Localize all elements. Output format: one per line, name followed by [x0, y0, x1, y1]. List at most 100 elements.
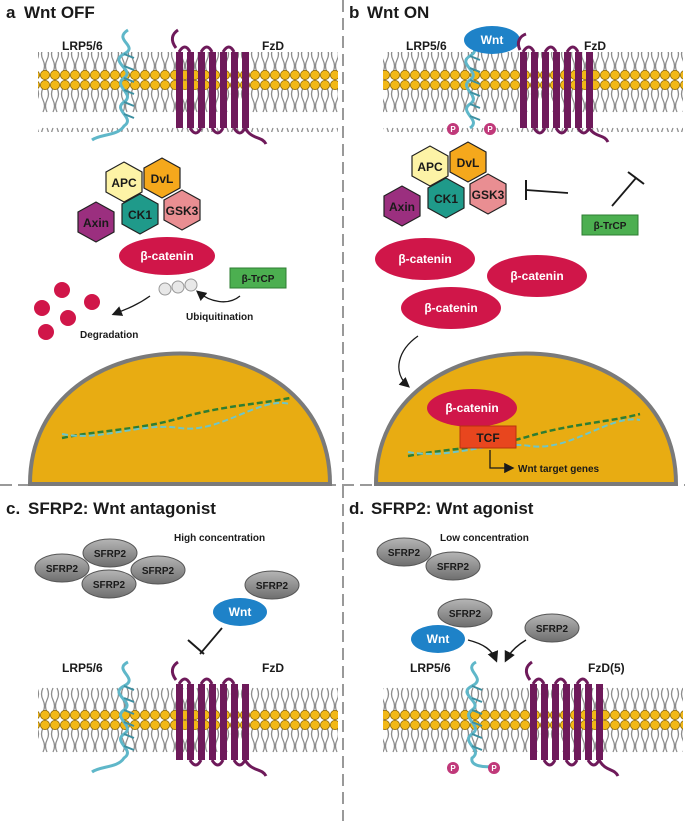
- panel-b-fzd-label: FzD: [584, 39, 606, 53]
- panel-a-axin-hex: [77, 201, 115, 243]
- panel-a-trcp-box: [229, 267, 287, 289]
- panel-b-apc-hex: [411, 145, 449, 187]
- panel-a-lrp-receptor: [91, 28, 131, 142]
- panel-a-degradation-arrow: [111, 295, 151, 316]
- panel-c-sfrp2-1-label: SFRP2: [46, 564, 79, 575]
- panel-a-dna-strand-2: [61, 401, 291, 437]
- panel-c-wnt: [213, 598, 267, 626]
- panel-b-nuclear-beta-catenin-label: β-catenin: [445, 401, 498, 415]
- panel-c-fzd-label: FzD: [262, 661, 284, 675]
- panel-b-beta-catenin-3: [401, 287, 501, 329]
- panel-b-inhibit-bar-2: [627, 171, 645, 185]
- panel-d-frizzled: [524, 660, 620, 777]
- panel-b-transcription-arrow: [489, 450, 515, 474]
- panel-b-lrp-label: LRP5/6: [406, 39, 447, 53]
- panel-b-wnt-label: Wnt: [481, 33, 504, 47]
- panel-a-ck1-label: CK1: [128, 208, 152, 222]
- panel-a-frizzled: [170, 28, 268, 145]
- panel-c-sfrp2-4: [130, 555, 186, 585]
- panel-d-sfrp2-2-label: SFRP2: [437, 562, 470, 573]
- panel-b-gsk3-label: GSK3: [472, 188, 505, 202]
- panel-a-dvl-hex: [143, 157, 181, 199]
- panel-a-title: Wnt OFF: [24, 3, 95, 22]
- panel-b-dvl-label: DvL: [457, 156, 480, 170]
- panel-b-frizzled: [516, 32, 610, 143]
- panel-d-phospho-2: [488, 762, 500, 774]
- panel-d-sfrp2-free: [524, 613, 580, 643]
- panel-b-dna: [407, 412, 641, 458]
- panel-b-beta-catenin-2-label: β-catenin: [510, 269, 563, 283]
- panel-a-ubiquitination-label: Ubiquitination: [186, 312, 253, 323]
- panel-b-ck1-label: CK1: [434, 192, 458, 206]
- panel-b-wnt: [464, 26, 520, 54]
- panel-c-sfrp2-bound-label: SFRP2: [256, 581, 289, 592]
- panel-c-lrp-label: LRP5/6: [62, 661, 103, 675]
- panel-d-fzd-label: FzD(5): [588, 661, 625, 675]
- panel-b-title: Wnt ON: [367, 3, 429, 22]
- panel-c-lrp-helix: [123, 685, 135, 751]
- panel-b-tcf-label: TCF: [476, 431, 499, 445]
- panel-a-fzd-label: FzD: [262, 39, 284, 53]
- panel-c-inhibit-line: [199, 627, 223, 655]
- panel-b-nuclear-beta-catenin: [427, 389, 517, 427]
- panel-b-axin-hex: [383, 185, 421, 227]
- panel-b-destruction-complex: APC DvL Axin CK1 GSK3: [383, 141, 507, 227]
- panel-b-trcp-box: [581, 214, 639, 236]
- panel-b: b Wnt ON LRP5/6 Wnt FzD P P: [349, 3, 683, 486]
- panel-a-lrp-helix: [123, 53, 135, 119]
- panel-b-ck1-hex: [427, 177, 465, 219]
- panel-c-sfrp2-bound: [244, 570, 300, 600]
- panel-d-sfrp2-free-label: SFRP2: [536, 624, 569, 635]
- panel-b-translocation-arrow: [398, 335, 419, 388]
- panel-a-gsk3-label: GSK3: [166, 204, 199, 218]
- panel-a-ubiquitination-arrow: [196, 290, 241, 303]
- panel-d-sfrp2-bound-label: SFRP2: [449, 609, 482, 620]
- panel-a-letter: a: [6, 3, 16, 22]
- panel-c-sfrp2-3-label: SFRP2: [93, 580, 126, 591]
- panel-d-letter: d.: [349, 499, 364, 518]
- panel-b-dna-strand-2: [407, 418, 641, 455]
- panel-d-phospho-1: [447, 762, 459, 774]
- panel-c-sfrp2-4-label: SFRP2: [142, 566, 175, 577]
- panel-d-sfrp2-bound: [437, 598, 493, 628]
- panel-a-destruction-complex: APC DvL Axin CK1 GSK3: [77, 157, 201, 243]
- panel-b-axin-label: Axin: [389, 200, 415, 214]
- panel-a: a Wnt OFF LRP5/6 FzD APC DvL: [6, 3, 338, 486]
- panel-a-ubiquitin-3: [184, 278, 198, 292]
- panel-c-sfrp2-1: [34, 553, 90, 583]
- panel-b-dvl-hex: [449, 141, 487, 183]
- panel-a-dvl-label: DvL: [151, 172, 174, 186]
- panel-a-lrp-label: LRP5/6: [62, 39, 103, 53]
- panel-a-fragment-4: [60, 310, 76, 326]
- panel-b-lrp-helix: [469, 55, 481, 121]
- panel-c-sfrp2-2-label: SFRP2: [94, 549, 127, 560]
- panel-a-axin-label: Axin: [83, 216, 109, 230]
- panel-c-sfrp2-2: [82, 538, 138, 568]
- panel-c: c. SFRP2: Wnt antagonist High concentrat…: [6, 499, 338, 777]
- panel-a-fragment-2: [84, 294, 100, 310]
- panel-d-phospho-1-label: P: [450, 764, 456, 773]
- panel-c-frizzled: [170, 660, 268, 777]
- panel-c-inhibit-bar: [187, 639, 205, 655]
- panel-a-fragment-5: [38, 324, 54, 340]
- panel-b-apc-label: APC: [417, 160, 443, 174]
- panel-b-phospho-1: [447, 123, 459, 135]
- panel-a-dna: [61, 396, 291, 440]
- panel-d-lrp-label: LRP5/6: [410, 661, 451, 675]
- panel-a-beta-catenin: [119, 237, 215, 275]
- panel-b-trcp-label: β-TrCP: [594, 221, 627, 232]
- panel-d-title: SFRP2: Wnt agonist: [371, 499, 534, 518]
- panel-d-concentration-label: Low concentration: [440, 533, 529, 544]
- panel-b-inhibit-line-1: [525, 189, 569, 194]
- panel-d-arrow-sfrp: [504, 639, 527, 663]
- panel-b-tcf-box: [459, 425, 517, 449]
- panel-d-wnt-label: Wnt: [427, 632, 450, 646]
- panel-b-phospho-1-label: P: [450, 125, 456, 134]
- panel-c-sfrp2-3: [81, 569, 137, 599]
- panel-b-nucleus: [373, 351, 679, 486]
- panel-b-beta-catenin-2: [487, 255, 587, 297]
- panel-d-sfrp2-1: [376, 537, 432, 567]
- panel-a-degradation-label: Degradation: [80, 330, 138, 341]
